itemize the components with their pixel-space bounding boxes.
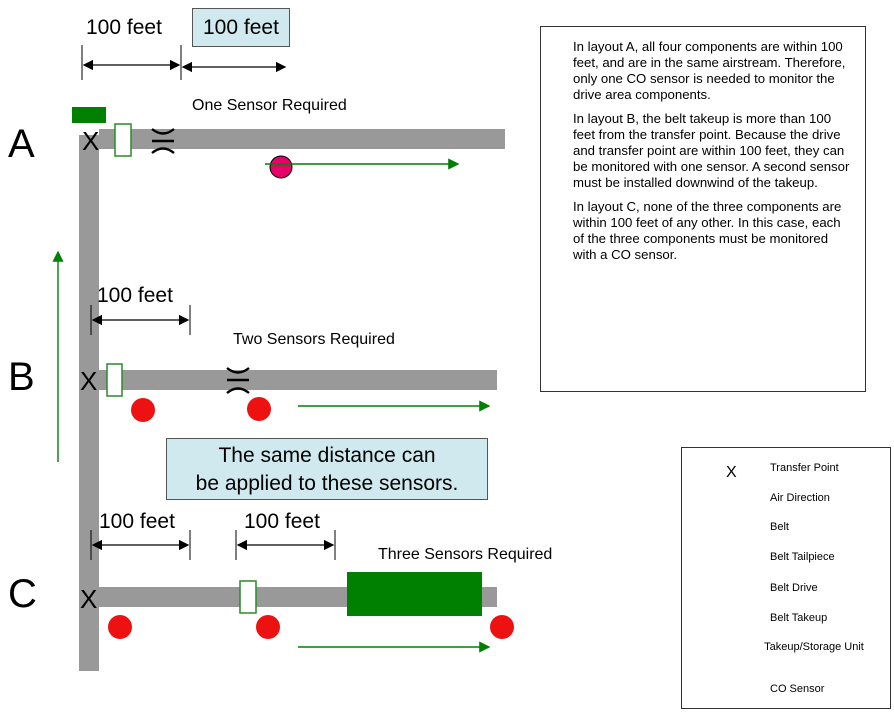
belt-drive-a [114,123,132,157]
legend-label-tailpiece: Belt Tailpiece [770,551,835,563]
explanation-layout-c: In layout C, none of the three component… [573,199,842,262]
co-sensor-b2 [247,397,271,421]
belt-takeup-b [226,367,250,394]
legend-label-takeup: Belt Takeup [770,612,828,624]
legend-label-belt-drive: Belt Drive [770,582,818,594]
belt-b [99,370,497,390]
explanation-layout-a: In layout A, all four components are wit… [573,39,846,102]
legend-label-belt: Belt [770,521,789,533]
explanation-layout-b: In layout B, the belt takeup is more tha… [573,111,850,190]
dimension-label-c-left: 100 feet [99,510,175,533]
belt-a [99,129,505,149]
belt-tailpiece [72,107,106,123]
co-sensor-c2 [256,615,280,639]
transfer-point-b: X [80,366,98,396]
layout-title-a: One Sensor Required [192,97,347,114]
co-sensor-b1 [131,398,155,422]
legend-transfer-point-icon: X [726,464,737,481]
co-sensor-a [269,155,293,179]
same-distance-note-line1: The same distance can [218,444,436,467]
dimension-label-b: 100 feet [97,284,173,307]
same-distance-note-line2: be applied to these sensors. [195,472,459,495]
belt-drive-b [106,363,123,397]
transfer-point-a: X [82,126,100,156]
dimension-label-c-right: 100 feet [244,510,320,533]
layout-title-c: Three Sensors Required [378,546,553,563]
same-distance-note: The same distance can be applied to thes… [166,438,488,500]
legend-label-co-sensor: CO Sensor [770,683,825,695]
dimension-label-top-left: 100 feet [86,16,162,39]
takeup-storage-unit-c [347,572,482,616]
belt-takeup-a [151,128,175,154]
co-sensor-c1 [108,615,132,639]
layout-letter-a: A [8,122,35,166]
legend-label-storage-unit: Takeup/Storage Unit [764,641,864,653]
legend-label-transfer-point: Transfer Point [770,462,839,474]
legend-label-air-direction: Air Direction [770,492,830,504]
co-sensor-c3 [490,615,514,639]
layout-title-b: Two Sensors Required [233,331,395,348]
layout-letter-b: B [8,355,35,399]
layout-letter-c: C [8,572,37,616]
legend: X Transfer Point Air Direction Belt Belt… [681,447,891,709]
transfer-point-c: X [80,584,98,614]
main-vertical-belt [79,135,99,671]
explanation-box: In layout A, all four components are wit… [540,26,866,392]
belt-drive-c [239,580,257,614]
dimension-label-top-boxed: 100 feet [192,8,290,47]
